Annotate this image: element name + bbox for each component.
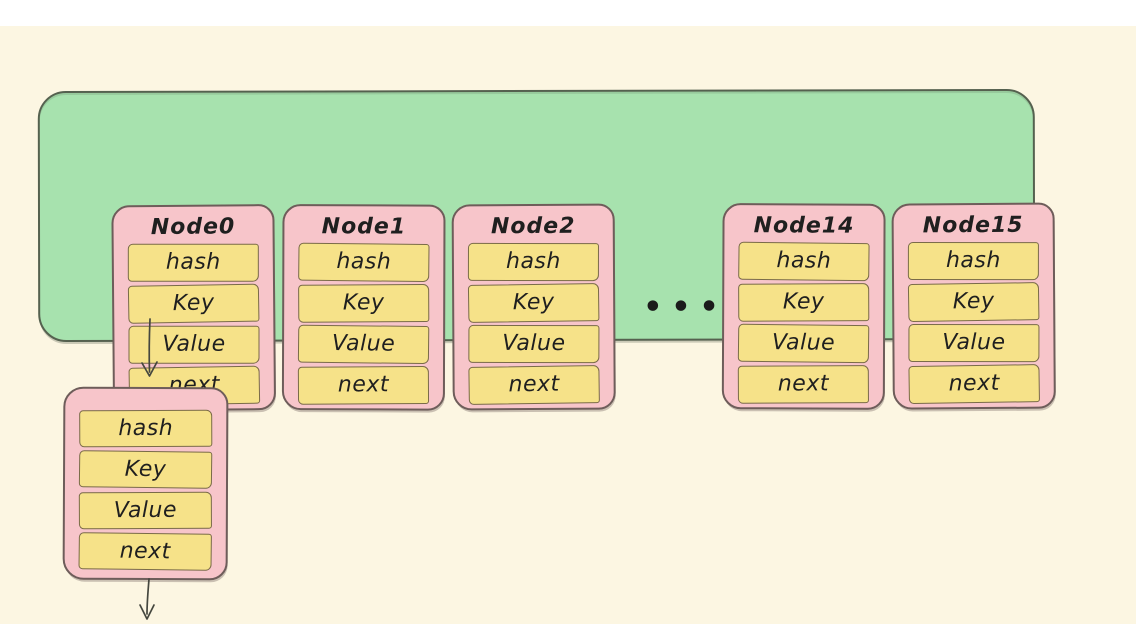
field-next: next: [908, 364, 1040, 405]
field-hash: hash: [738, 241, 870, 282]
field-key: Key: [738, 283, 870, 322]
node-card-node2: Node2 hash Key Value next: [451, 203, 616, 411]
field-key: Key: [907, 282, 1040, 323]
field-key: Key: [298, 283, 430, 323]
node-title: Node0: [150, 214, 236, 241]
ellipsis-dots: •••: [643, 289, 728, 325]
field-value: Value: [297, 324, 430, 365]
node-title: Node2: [490, 213, 576, 240]
arrow-chained-node-down: [139, 578, 155, 620]
node-card-node1: Node1 hash Key Value next: [281, 204, 446, 411]
field-value: Value: [468, 324, 600, 364]
chained-node-card: hash Key Value next: [62, 386, 229, 581]
field-key: Key: [78, 450, 213, 489]
field-next: next: [468, 365, 600, 405]
node-title: Node1: [321, 214, 407, 240]
bucket-array-container: Node0 hash Key Value next Node1 hash Key…: [37, 88, 1056, 412]
field-next: next: [737, 365, 869, 404]
field-hash: hash: [907, 241, 1039, 281]
node-card-node14: Node14 hash Key Value next: [721, 203, 886, 410]
field-value: Value: [737, 323, 870, 364]
field-hash: hash: [298, 242, 430, 283]
field-key: Key: [467, 283, 600, 323]
node-title: Node15: [922, 212, 1024, 239]
field-next: next: [78, 532, 212, 571]
field-hash: hash: [127, 243, 259, 282]
field-value: Value: [78, 491, 212, 530]
node-title: Node14: [753, 213, 855, 239]
field-value: Value: [908, 323, 1040, 363]
field-next: next: [297, 365, 430, 405]
arrow-node0-to-chained-node: [141, 318, 158, 377]
node-card-node15: Node15 hash Key Value next: [891, 202, 1056, 410]
field-hash: hash: [79, 409, 213, 448]
field-hash: hash: [467, 242, 599, 282]
